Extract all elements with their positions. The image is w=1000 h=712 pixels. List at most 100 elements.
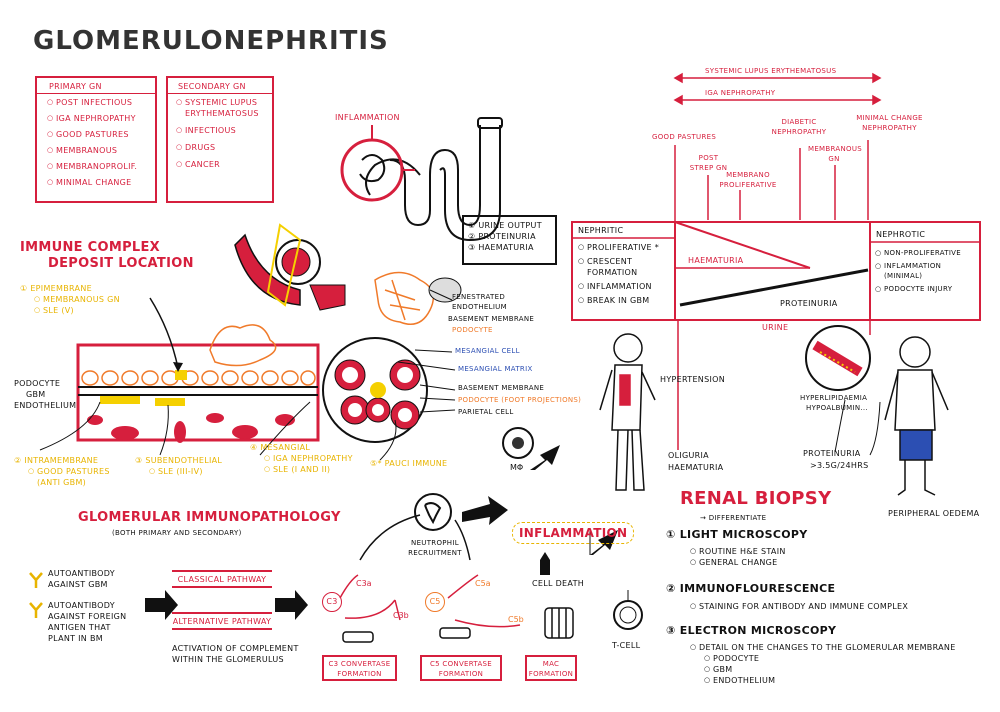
podocyte-foot-label: PODOCYTE (FOOT PROJECTIONS)	[458, 396, 582, 404]
mac-box: MAC FORMATION	[525, 655, 577, 681]
biopsy-subheading: → DIFFERENTIATE	[700, 514, 767, 522]
urine-sign-3: ③ HAEMATURIA	[468, 243, 534, 252]
podocyte-top-label: PODOCYTE	[452, 326, 493, 334]
nephron-drawing	[365, 117, 503, 242]
list-item: NON-PROLIFERATIVE	[875, 248, 979, 258]
mesangial-title: MESANGIAL	[260, 443, 311, 452]
if-list: STAINING FOR ANTIBODY AND IMMUNE COMPLEX	[690, 601, 908, 612]
lm-list: ROUTINE H&E STAIN GENERAL CHANGE	[690, 546, 786, 568]
patient-left-drawing	[599, 333, 656, 491]
inflammation-top-label: INFLAMMATION	[335, 113, 400, 122]
list-item: DETAIL ON THE CHANGES TO THE GLOMERULAR …	[690, 642, 990, 653]
list-item: SLE (I AND II)	[264, 464, 353, 475]
neutrophil-drawing	[414, 493, 452, 531]
alternative-pathway-box: ALTERNATIVE PATHWAY	[172, 612, 272, 630]
proteinuria-patient-label: PROTEINURIA	[803, 449, 861, 458]
list-item: PODOCYTE	[704, 653, 990, 664]
basement-top-label: BASEMENT MEMBRANE	[448, 315, 535, 323]
mesangial-matrix-label: MESANGIAL MATRIX	[458, 365, 533, 373]
list-item: GOOD PASTURES	[47, 129, 151, 140]
list-item: BREAK IN GBM	[578, 295, 673, 306]
mesangial-block: ④ MESANGIAL IGA NEPHROPATHY SLE (I AND I…	[250, 442, 353, 475]
list-item: DRUGS	[176, 142, 268, 153]
cell-death-label: CELL DEATH	[532, 579, 585, 588]
antibody-foreign-label: AUTOANTIBODY AGAINST FOREIGN ANTIGEN THA…	[48, 601, 127, 643]
iga-spectrum-label: IGA NEPHROPATHY	[705, 89, 776, 97]
proteinuria-spectrum-label: PROTEINURIA	[780, 299, 838, 308]
diabetic-label: DIABETIC NEPHROPATHY	[771, 118, 827, 136]
list-item: SYSTEMIC LUPUS ERYTHEMATOSUS	[176, 97, 268, 119]
immunopathology-heading: GLOMERULAR IMMUNOPATHOLOGY	[78, 510, 341, 525]
antibody-gbm-label: AUTOANTIBODY AGAINST GBM	[48, 569, 115, 589]
membrano-prolif-label: MEMBRANO PROLIFERATIVE	[719, 171, 777, 189]
c3-convertase-box: C3 CONVERTASE FORMATION	[322, 655, 397, 681]
endothelium-label: ENDOTHELIUM	[14, 401, 77, 410]
nephritic-title: NEPHRITIC	[578, 226, 624, 235]
c5a-label: C5a	[475, 579, 491, 588]
list-item: SLE (III-IV)	[149, 466, 222, 477]
c5b-label: C5b	[508, 615, 524, 624]
post-strep-label: POST STREP GN	[689, 154, 728, 172]
urine-sign-1: ① URINE OUTPUT	[468, 221, 542, 230]
inflammation-center-label: INFLAMMATION	[512, 522, 635, 544]
membrane-labels: PODOCYTE GBM ENDOTHELIUM	[14, 378, 76, 411]
patient-right-drawing	[884, 336, 949, 496]
list-item: IGA NEPHROPATHY	[47, 113, 151, 124]
podocyte-label: PODOCYTE	[14, 379, 61, 388]
secondary-gn-list: SYSTEMIC LUPUS ERYTHEMATOSUS INFECTIOUS …	[168, 94, 272, 170]
list-item: MINIMAL CHANGE	[47, 177, 151, 188]
fenestrated-label: FENESTRATED ENDOTHELIUM	[452, 293, 507, 311]
tcell-drawing	[613, 590, 643, 630]
basement-label: BASEMENT MEMBRANE	[458, 384, 545, 392]
list-item: SLE (V)	[34, 305, 120, 316]
secondary-gn-box: SECONDARY GN SYSTEMIC LUPUS ERYTHEMATOSU…	[166, 76, 274, 203]
urine-label: URINE	[762, 323, 789, 332]
sle-spectrum-label: SYSTEMIC LUPUS ERYTHEMATOSUS	[705, 67, 837, 75]
membrane-diagram	[76, 324, 320, 443]
list-item: INFLAMMATION (MINIMAL)	[875, 261, 979, 281]
list-item: MEMBRANOUS	[47, 145, 151, 156]
list-item: MEMBRANOUS GN	[34, 294, 120, 305]
em-list: DETAIL ON THE CHANGES TO THE GLOMERULAR …	[690, 642, 990, 686]
c5-convertase-box: C5 CONVERTASE FORMATION	[420, 655, 502, 681]
list-item: ENDOTHELIUM	[704, 675, 990, 686]
renal-corpuscle-drawing	[234, 223, 346, 311]
hypertension-label: HYPERTENSION	[660, 375, 726, 384]
list-item: INFECTIOUS	[176, 125, 268, 136]
haematuria-spectrum-label: HAEMATURIA	[688, 256, 744, 265]
mac-drawing	[544, 607, 574, 639]
secondary-gn-heading: SECONDARY GN	[168, 78, 272, 94]
hyperlipid-label: HYPERLIPIDAEMIA	[800, 394, 868, 402]
list-item: CRESCENT FORMATION	[578, 256, 673, 278]
neutrophil-label: NEUTROPHIL RECRUITMENT	[408, 539, 462, 557]
activation-label: ACTIVATION OF COMPLEMENT WITHIN THE GLOM…	[172, 644, 299, 664]
list-item: GOOD PASTURES (ANTI GBM)	[28, 466, 124, 488]
glomerulus-drawing	[322, 271, 462, 443]
c5-node: C5	[425, 592, 445, 612]
em-title: ③ ELECTRON MICROSCOPY	[666, 624, 837, 637]
oliguria-label: OLIGURIA	[668, 451, 709, 460]
nephrotic-list: NON-PROLIFERATIVE INFLAMMATION (MINIMAL)…	[875, 248, 979, 294]
macrophage-label: MΦ	[510, 463, 524, 472]
inflammation-circle	[340, 138, 404, 202]
list-item: CANCER	[176, 159, 268, 170]
urine-signs-box: ① URINE OUTPUT ② PROTEINURIA ③ HAEMATURI…	[462, 215, 557, 265]
intramembrane-title: INTRAMEMBRANE	[24, 456, 99, 465]
subendothelial-block: ③ SUBENDOTHELIAL SLE (III-IV)	[135, 455, 222, 477]
nephritic-list: PROLIFERATIVE * CRESCENT FORMATION INFLA…	[578, 242, 673, 306]
list-item: MEMBRANOPROLIF.	[47, 161, 151, 172]
hypoalbumin-label: HYPOALBUMIN...	[806, 404, 868, 412]
c3a-label: C3a	[356, 579, 372, 588]
list-item: GBM	[704, 664, 990, 675]
spectrum-table	[571, 221, 981, 321]
c3-node: C3	[322, 592, 342, 612]
list-item: PODOCYTE INJURY	[875, 284, 979, 294]
list-item: ROUTINE H&E STAIN	[690, 546, 786, 557]
mesangial-cell-label: MESANGIAL CELL	[455, 347, 520, 355]
good-pastures-spectrum-label: GOOD PASTURES	[652, 133, 717, 141]
biopsy-heading: RENAL BIOPSY	[680, 488, 832, 509]
primary-gn-heading: PRIMARY GN	[37, 78, 155, 94]
subendothelial-title: SUBENDOTHELIAL	[145, 456, 223, 465]
pauci-immune-label: ⑤* PAUCI IMMUNE	[370, 459, 448, 468]
